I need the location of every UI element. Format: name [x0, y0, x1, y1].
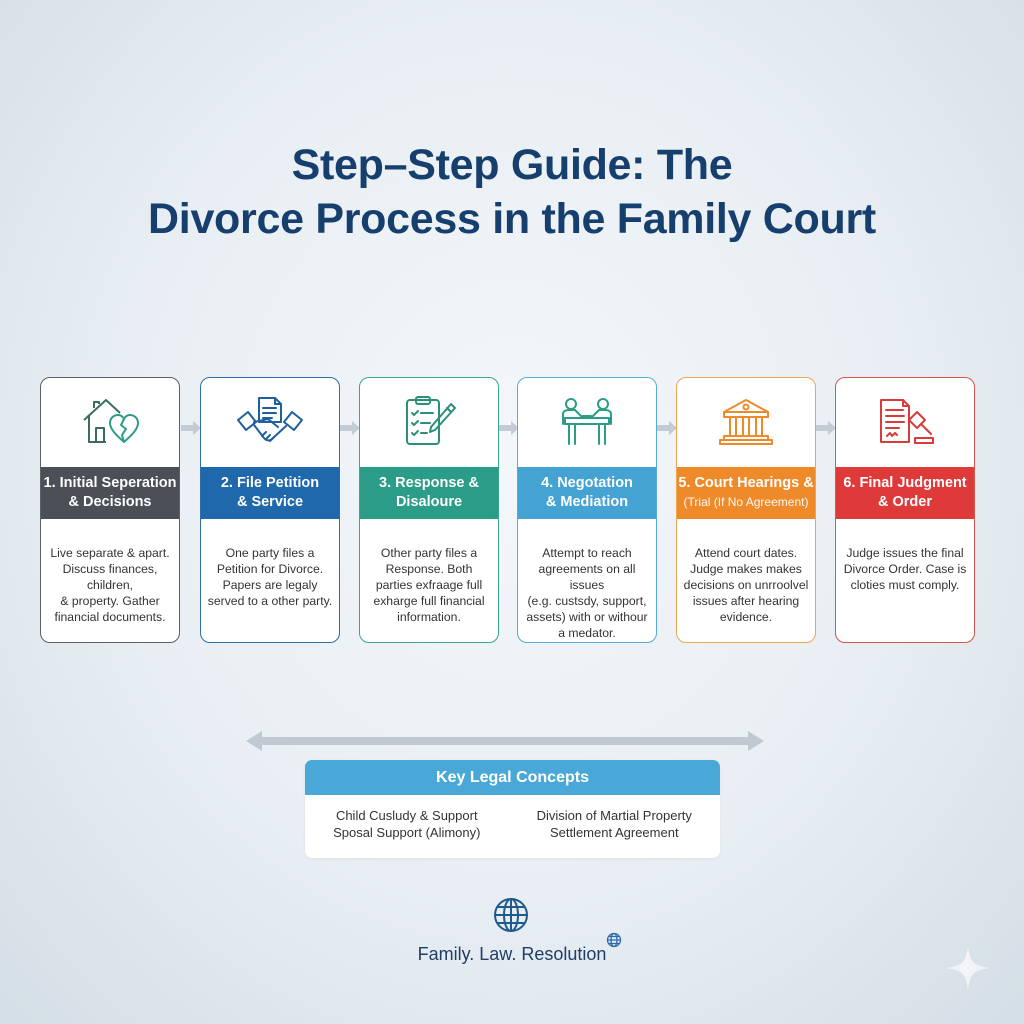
arrow-right-icon: [340, 421, 360, 435]
step-card-2: 2. File Petition & Service One party fil…: [200, 377, 340, 643]
concepts-left-column: Child Cusludy & Support Sposal Support (…: [333, 808, 481, 840]
double-arrow-icon: [246, 731, 764, 751]
step-heading-1: 1. Initial Seperation & Decisions: [41, 467, 179, 519]
step-card-3: 3. Response & Disaloure Other party file…: [359, 377, 499, 643]
step-card-4: 4. Negotation & Mediation Attempt to rea…: [517, 377, 657, 643]
step-description-3: Other party files a Response. Both parti…: [373, 546, 485, 624]
step-heading-2: 2. File Petition & Service: [201, 467, 339, 519]
step-card-6: 6. Final Judgment & Order Judge issues t…: [835, 377, 975, 643]
step-description-5: Attend court dates. Judge makes makes de…: [683, 546, 809, 624]
title-line-2: Divorce Process in the Family Court: [148, 195, 876, 243]
step-description-6: Judge issues the final Divorce Order. Ca…: [843, 546, 967, 592]
step-heading-5: 5. Court Hearings & (Trial (If No Agreem…: [677, 467, 815, 519]
clipboard-pen-icon: [360, 392, 498, 452]
process-steps: 1. Initial Seperation & Decisions Live s…: [40, 377, 980, 645]
concepts-right-column: Division of Martial Property Settlement …: [536, 808, 692, 840]
step-heading-6: 6. Final Judgment & Order: [836, 467, 974, 519]
sparkle-icon: [946, 946, 990, 990]
document-gavel-icon: [836, 392, 974, 452]
house-broken-heart-icon: [41, 392, 179, 452]
handshake-document-icon: [201, 392, 339, 452]
step-description-4: Attempt to reach agreements on all issue…: [526, 546, 648, 640]
step-card-5: 5. Court Hearings & (Trial (If No Agreem…: [676, 377, 816, 643]
arrow-right-icon: [499, 421, 519, 435]
step-card-1: 1. Initial Seperation & Decisions Live s…: [40, 377, 180, 643]
step-description-1: Live separate & apart. Discuss finances,…: [50, 546, 170, 624]
globe-small-icon: [606, 932, 622, 948]
step-heading-4: 4. Negotation & Mediation: [518, 467, 656, 519]
title-line-1: Step–Step Guide: The: [291, 141, 733, 189]
arrow-right-icon: [816, 421, 836, 435]
concepts-heading: Key Legal Concepts: [305, 760, 720, 795]
key-legal-concepts-panel: Key Legal Concepts Child Cusludy & Suppo…: [305, 760, 720, 858]
courthouse-icon: [677, 392, 815, 452]
step-heading-3: 3. Response & Disaloure: [360, 467, 498, 519]
globe-icon: [494, 898, 528, 932]
mediation-table-icon: [518, 392, 656, 452]
brand-name: Family. Law. Resolution: [417, 944, 607, 964]
arrow-right-icon: [657, 421, 677, 435]
arrow-right-icon: [181, 421, 201, 435]
page-title: Step–Step Guide: The Divorce Process in …: [0, 138, 1024, 246]
step-description-2: One party files a Petition for Divorce. …: [207, 546, 333, 608]
